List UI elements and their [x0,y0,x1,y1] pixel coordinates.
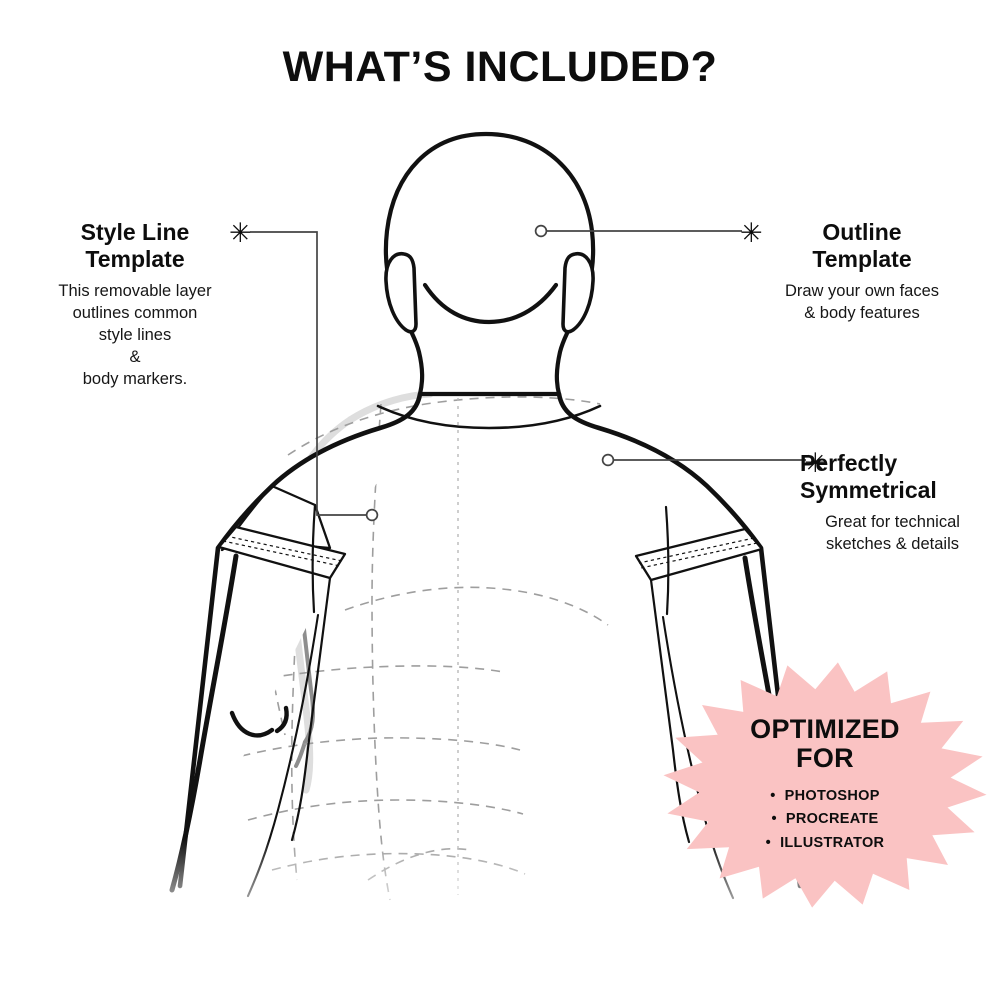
callout-body-line: style lines [98,326,172,345]
callout-outline-template: Outline Template Draw your own faces & b… [762,219,962,325]
sleeve-right-seam [664,505,670,616]
asterisk-marker-outline: ✳ [740,218,763,248]
callout-heading-style-line: Style Line Template [40,219,230,273]
hairline-curve [422,282,559,325]
callout-body-line: Draw your own faces [784,282,940,301]
callout-style-line-template: Style Line Template This removable layer… [40,219,230,391]
page-title: WHAT’S INCLUDED? [282,43,718,91]
ear-right-icon [561,252,595,334]
callout-heading-symmetrical: Perfectly Symmetrical [800,450,990,504]
badge-app-list: PHOTOSHOP PROCREATE ILLUSTRATOR [766,785,885,855]
callout-perfectly-symmetrical: Perfectly Symmetrical Great for technica… [800,450,990,556]
ear-left-icon [384,252,418,334]
badge-content: OPTIMIZED FOR PHOTOSHOP PROCREATE ILLUST… [660,660,990,910]
callout-heading-line1: Style Line [80,219,190,245]
armpit-detail-marks [229,705,289,738]
callout-body-style-line: This removable layer outlines common sty… [40,281,230,391]
callout-heading-line2: Template [812,246,912,273]
callout-body-line: sketches & details [826,535,959,554]
badge-list-item: PHOTOSHOP [766,785,885,808]
optimized-for-badge: OPTIMIZED FOR PHOTOSHOP PROCREATE ILLUST… [660,660,990,910]
callout-body-line: & [129,348,141,367]
callout-body-line: This removable layer [58,282,212,301]
badge-list-item: ILLUSTRATOR [766,832,885,855]
sleeve-left-stitching [222,535,343,567]
callout-heading-line1: Outline [822,219,902,245]
asterisk-marker-symmetrical: ✳ [804,448,827,478]
head-outline [383,131,596,397]
callout-body-line: outlines common [72,304,198,323]
leader-endpoint-outline [534,224,548,238]
leader-line-style-line [250,231,366,516]
callout-body-line: Great for technical [825,513,960,532]
sleeve-right-stitching [638,537,758,569]
callout-heading-line2: Symmetrical [800,477,937,504]
leader-endpoint-style-line [365,508,379,522]
sleeve-left-armscye [290,576,332,842]
callout-heading-outline: Outline Template [762,219,962,273]
callout-body-line: body markers. [82,370,188,388]
asterisk-marker-style-line: ✳ [229,218,252,248]
tshirt-neckline [376,404,602,430]
sleeve-left-seam [311,503,317,614]
badge-title-line2: FOR [796,743,854,774]
callout-heading-line1: Perfectly [800,450,898,476]
leader-endpoint-symmetrical [601,453,615,467]
callout-heading-line2: Template [85,246,185,273]
badge-list-item: PROCREATE [766,808,885,831]
badge-title-line1: OPTIMIZED [750,713,900,744]
badge-title: OPTIMIZED FOR [750,713,900,774]
callout-body-outline: Draw your own faces & body features [762,281,962,325]
callout-body-line: & body features [804,304,920,323]
callout-body-symmetrical: Great for technical sketches & details [800,512,985,556]
